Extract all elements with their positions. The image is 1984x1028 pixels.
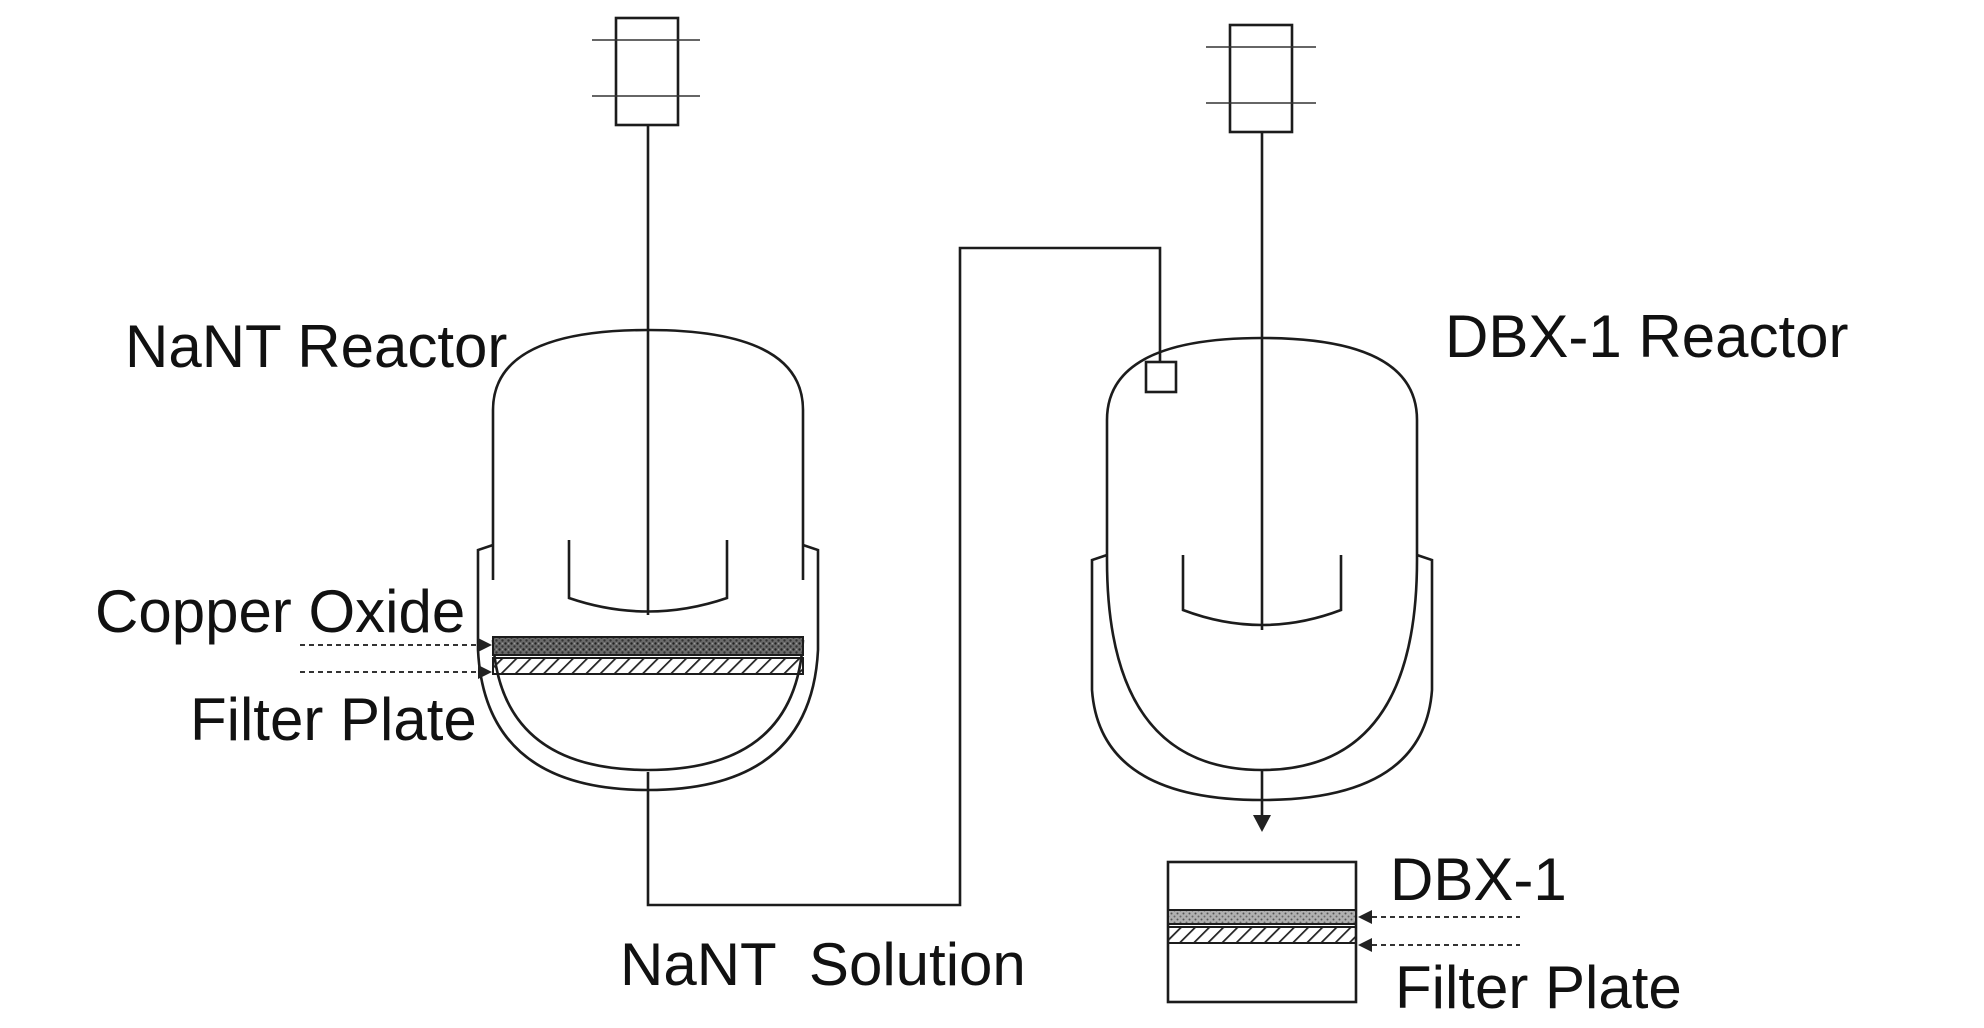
right-filter-plate-arrow [1358,938,1520,952]
dbx1-layer [1167,909,1357,925]
dbx1-arrow [1358,910,1520,924]
left-filter-plate [492,657,804,675]
left-motor [592,16,700,127]
right-impeller [1181,555,1343,627]
right-motor [1206,23,1316,134]
left-vessel-bottom [491,639,805,772]
right-filter-plate-label: Filter Plate [1395,954,1682,1021]
nant-solution-label: NaNT Solution [620,931,1026,998]
left-vessel-body [491,328,805,580]
right-vessel-body [1105,336,1419,772]
right-filter-plate [1167,926,1357,944]
nant-reactor-label: NaNT Reactor [125,313,507,380]
copper-oxide-arrow [300,638,492,652]
copper-oxide-label: Copper Oxide [95,578,465,645]
left-impeller [567,540,729,613]
left-filter-plate-arrow [300,665,492,679]
dbx1-label: DBX-1 [1390,846,1567,913]
nant-reactor [476,16,820,792]
nant-solution-transfer-pipe [646,246,1162,907]
dbx1-reactor-label: DBX-1 Reactor [1445,303,1848,370]
inlet-nozzle [1144,360,1178,394]
copper-oxide-layer [492,636,804,656]
right-outlet-arrowhead [1253,815,1271,832]
left-filter-plate-label: Filter Plate [190,686,477,753]
collection-filter [1166,860,1358,1004]
dbx1-reactor [1090,23,1434,832]
